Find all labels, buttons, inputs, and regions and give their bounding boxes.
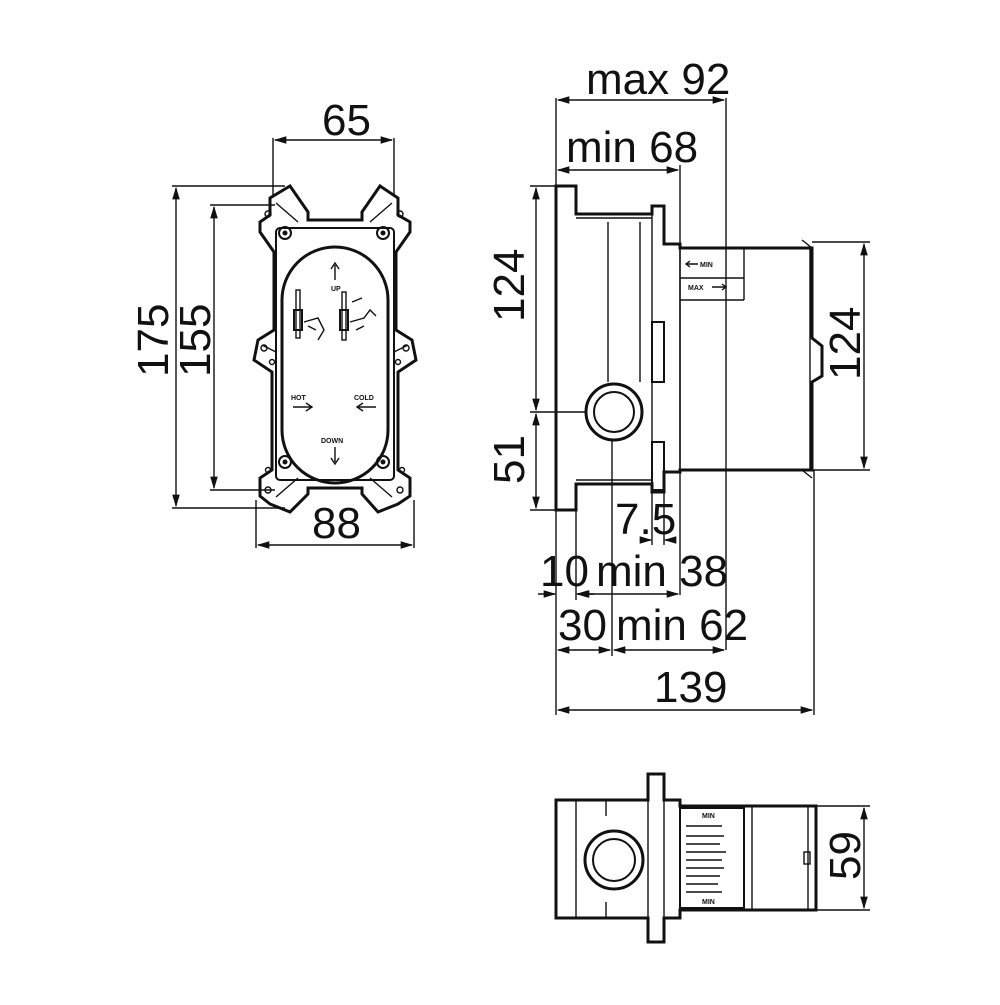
dimension-max-92: max 92 (555, 55, 730, 650)
dimension-7-5: 7.5 (615, 490, 677, 545)
dim-min68-text: min 68 (566, 123, 698, 172)
dimension-30-min62: 30 min 62 (556, 440, 748, 656)
dim-10-text: 10 (540, 547, 589, 596)
dimension-124-right: 124 (812, 241, 870, 471)
down-arrow-icon (330, 447, 340, 466)
dim-155-text: 155 (171, 304, 220, 377)
bottom-view: MIN MIN 59 (554, 772, 870, 944)
label-min-side: MIN (700, 262, 713, 269)
label-min-bottom-top: MIN (702, 813, 715, 820)
screw-hole-bottom-left (278, 455, 292, 469)
dimension-min-68: min 68 (556, 123, 698, 595)
label-up: UP (331, 286, 341, 293)
label-hot: HOT (291, 395, 307, 402)
dim-175-text: 175 (129, 304, 178, 377)
dim-min38-text: min 38 (596, 547, 728, 596)
valve-body-bottom (554, 772, 818, 944)
label-max-side: MAX (688, 285, 704, 292)
bottom-inlet-outer-ring (583, 829, 645, 891)
valve-body-side (554, 184, 824, 512)
side-view: MIN MAX max 92 min 68 124 51 (485, 55, 870, 715)
body-oval (280, 245, 390, 485)
cold-arrow-icon (355, 402, 376, 412)
valve-tool-icon (293, 289, 377, 341)
min-arrow-icon (684, 260, 698, 268)
up-arrow-icon (330, 261, 340, 280)
dimension-175: 175 (129, 185, 285, 509)
dim-59-text: 59 (821, 831, 870, 880)
dim-124-right-text: 124 (821, 307, 870, 380)
dim-65-text: 65 (322, 96, 371, 145)
dim-51-text: 51 (485, 435, 534, 484)
label-cold: COLD (354, 395, 374, 402)
dim-30-text: 30 (558, 601, 607, 650)
dim-7-5-text: 7.5 (615, 495, 676, 544)
dim-139-text: 139 (654, 663, 727, 712)
screw-hole-bottom-right (376, 455, 390, 469)
label-down: DOWN (321, 438, 343, 445)
dimension-65: 65 (272, 96, 395, 195)
mounting-bracket (252, 183, 418, 514)
dimension-88: 88 (255, 499, 415, 549)
dimension-59: 59 (816, 805, 870, 911)
screw-hole-top-right (376, 226, 390, 240)
dimension-139: 139 (556, 470, 815, 715)
dim-124-left-text: 124 (485, 249, 534, 322)
hot-arrow-icon (293, 402, 314, 412)
dim-min62-text: min 62 (616, 601, 748, 650)
dim-88-text: 88 (312, 499, 361, 548)
max-arrow-icon (712, 283, 728, 291)
front-view: UP DOWN HOT COLD 65 88 175 (129, 96, 418, 549)
dimension-10-min38: 10 min 38 (538, 510, 728, 715)
dimension-124-left: 124 51 (485, 185, 586, 511)
screw-hole-top-left (278, 226, 292, 240)
bottom-inlet-inner-ring (592, 838, 636, 882)
label-text-block (686, 825, 726, 893)
dim-max92-text: max 92 (586, 55, 730, 104)
inlet-inner-ring (593, 391, 635, 433)
label-min-bottom-low: MIN (702, 899, 715, 906)
dimension-155: 155 (171, 204, 275, 491)
